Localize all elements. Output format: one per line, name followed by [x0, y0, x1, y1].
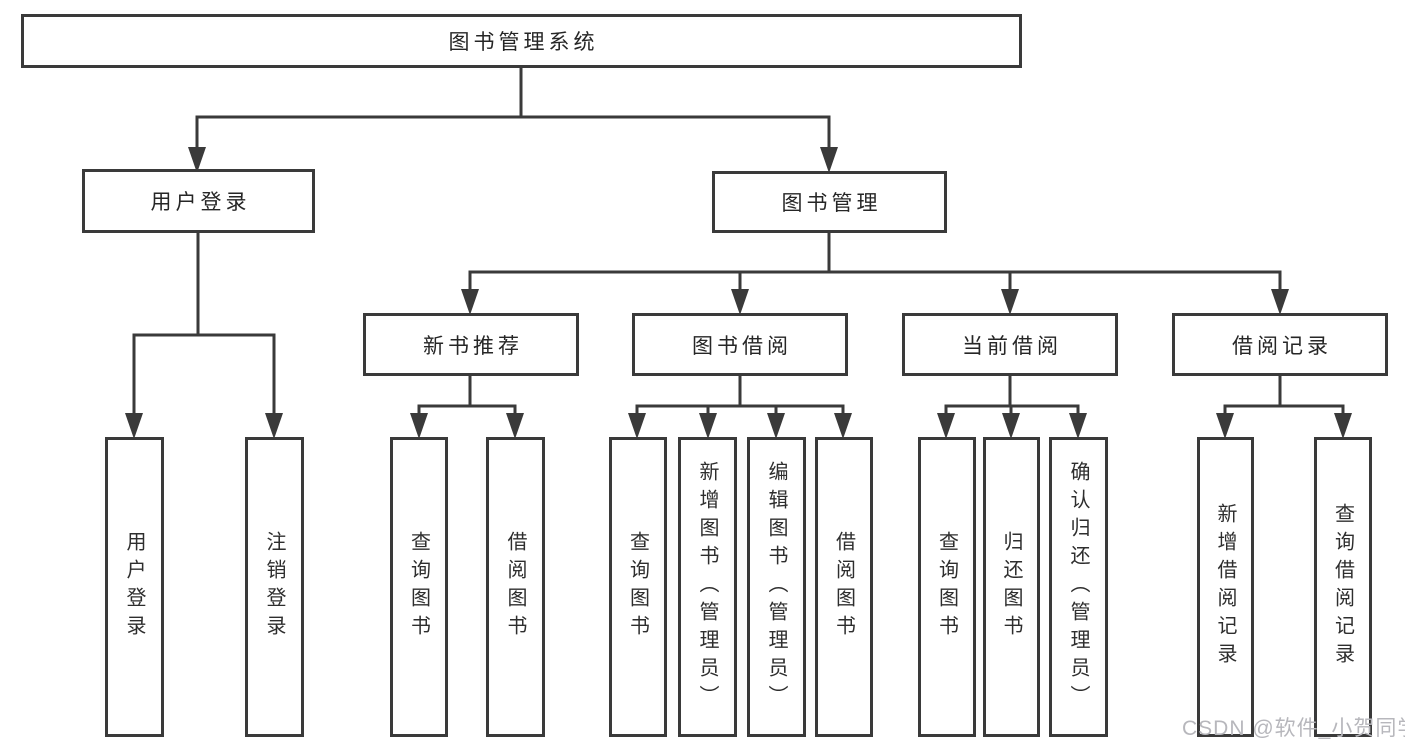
watermark-text: CSDN @软件_小贺同学 — [1182, 717, 1405, 740]
connector-current-borrow — [937, 373, 1087, 439]
arrow-down-icon — [1001, 289, 1019, 315]
leaf-borrow-borrow-books: 借阅图书 — [815, 437, 873, 737]
node-book-borrow: 图书借阅 — [632, 313, 848, 376]
leaf-confirm-return-admin: 确认归还（管理员） — [1049, 437, 1108, 737]
arrow-down-icon — [937, 413, 955, 439]
arrow-down-icon — [834, 413, 852, 439]
leaf-borrow-borrow-books-label: 借阅图书 — [832, 531, 855, 643]
arrow-down-icon — [699, 413, 717, 439]
leaf-borrow-query-books: 查询图书 — [609, 437, 667, 737]
node-borrow-records: 借阅记录 — [1172, 313, 1388, 376]
leaf-add-books-admin-label: 新增图书（管理员） — [696, 461, 718, 713]
leaf-recommend-borrow-books-label: 借阅图书 — [504, 531, 526, 643]
arrow-down-icon — [628, 413, 646, 439]
leaf-borrow-query-books-label: 查询图书 — [626, 531, 649, 643]
leaf-current-query-books: 查询图书 — [918, 437, 976, 737]
arrow-down-icon — [1216, 413, 1234, 439]
leaf-return-books-label: 归还图书 — [1000, 531, 1022, 643]
arrow-down-icon — [506, 413, 524, 439]
arrow-down-icon — [461, 289, 479, 315]
leaf-query-borrow-record: 查询借阅记录 — [1314, 437, 1372, 737]
arrow-down-icon — [410, 413, 428, 439]
leaf-add-borrow-record: 新增借阅记录 — [1197, 437, 1254, 737]
leaf-user-login: 用户登录 — [105, 437, 164, 737]
leaf-edit-books-admin: 编辑图书（管理员） — [747, 437, 806, 737]
node-new-book-recommend-label: 新书推荐 — [423, 334, 523, 358]
arrow-down-icon — [820, 147, 838, 173]
leaf-confirm-return-admin-label: 确认归还（管理员） — [1067, 461, 1089, 713]
node-user-login-label: 用户登录 — [150, 191, 251, 214]
leaf-current-query-books-label: 查询图书 — [935, 531, 958, 643]
node-library-system-label: 图书管理系统 — [448, 31, 599, 54]
connector-book-management — [461, 231, 1289, 315]
leaf-recommend-borrow-books: 借阅图书 — [486, 437, 545, 737]
connector-book-borrow — [628, 373, 852, 439]
arrow-down-icon — [265, 413, 283, 439]
node-book-management-label: 图书管理 — [781, 192, 882, 215]
arrow-down-icon — [1002, 413, 1020, 439]
leaf-query-borrow-record-label: 查询借阅记录 — [1331, 503, 1354, 671]
connector-root — [188, 66, 838, 173]
leaf-recommend-query-books: 查询图书 — [390, 437, 448, 737]
arrow-down-icon — [1271, 289, 1289, 315]
leaf-recommend-query-books-label: 查询图书 — [407, 531, 430, 643]
arrow-down-icon — [767, 413, 785, 439]
node-user-login: 用户登录 — [82, 169, 315, 233]
node-book-borrow-label: 图书借阅 — [692, 334, 792, 358]
node-new-book-recommend: 新书推荐 — [363, 313, 579, 376]
leaf-edit-books-admin-label: 编辑图书（管理员） — [765, 461, 787, 713]
connector-user-login — [125, 231, 283, 439]
arrow-down-icon — [125, 413, 143, 439]
arrow-down-icon — [731, 289, 749, 315]
connector-borrow-records — [1216, 373, 1352, 439]
leaf-logout-login-label: 注销登录 — [263, 531, 285, 643]
leaf-return-books: 归还图书 — [983, 437, 1040, 737]
node-current-borrow: 当前借阅 — [902, 313, 1118, 376]
arrow-down-icon — [1069, 413, 1087, 439]
leaf-add-borrow-record-label: 新增借阅记录 — [1214, 503, 1236, 671]
leaf-logout-login: 注销登录 — [245, 437, 304, 737]
connector-new-book-recommend — [410, 373, 524, 439]
node-borrow-records-label: 借阅记录 — [1232, 334, 1332, 358]
node-current-borrow-label: 当前借阅 — [962, 334, 1062, 358]
arrow-down-icon — [1334, 413, 1352, 439]
leaf-add-books-admin: 新增图书（管理员） — [678, 437, 737, 737]
node-book-management: 图书管理 — [712, 171, 947, 233]
arrow-down-icon — [188, 147, 206, 173]
node-library-system: 图书管理系统 — [21, 14, 1022, 68]
leaf-user-login-label: 用户登录 — [123, 531, 145, 643]
